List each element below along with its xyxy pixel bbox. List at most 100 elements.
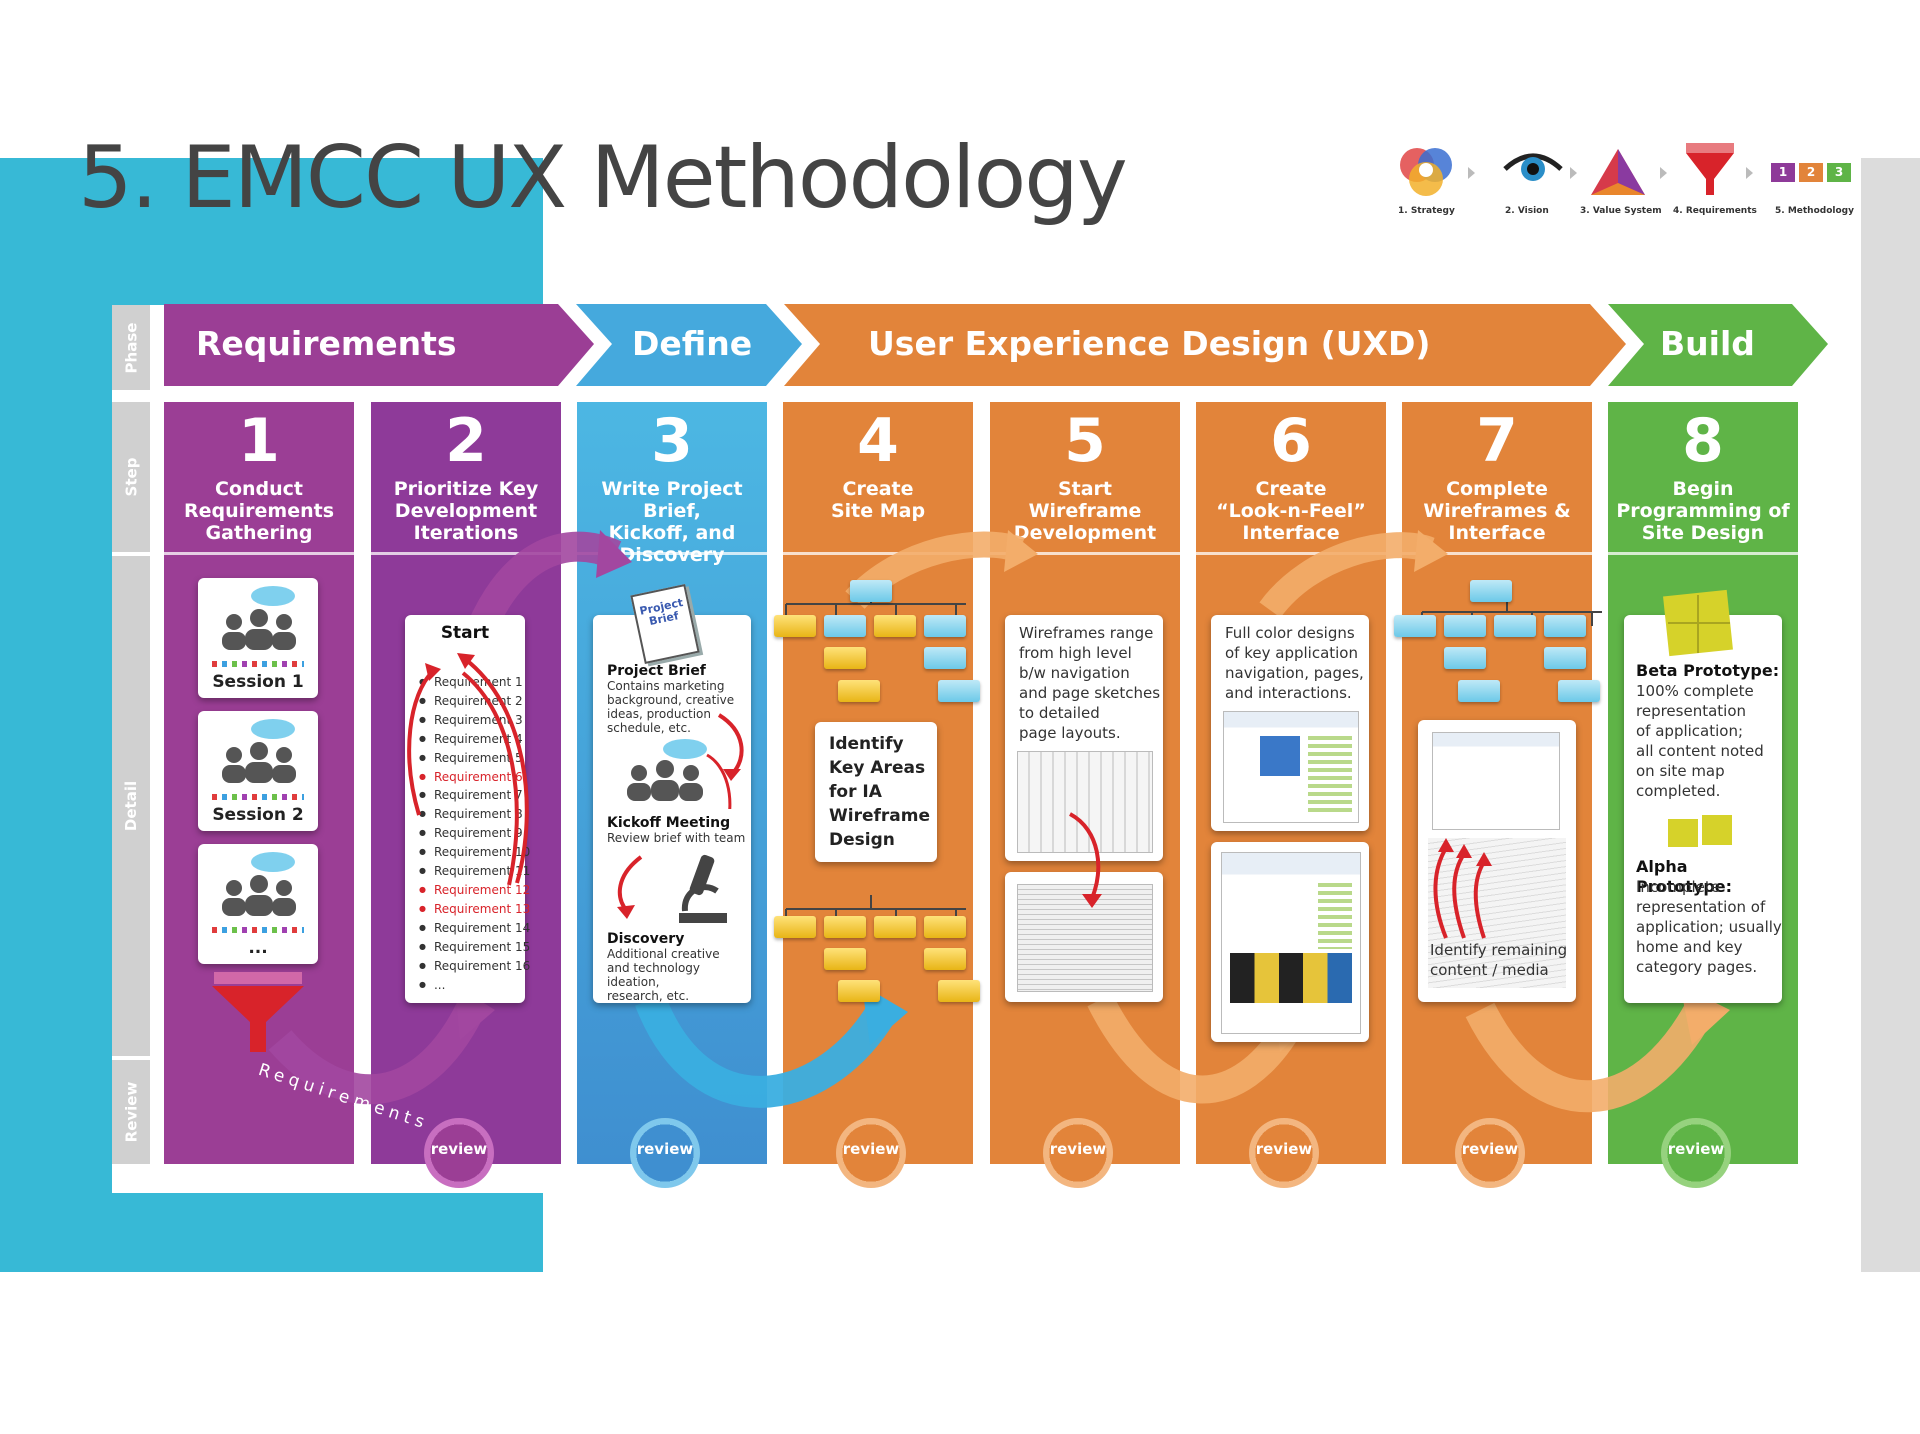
triangle-icon [1591,149,1645,195]
phase-build-chevron [1608,304,1828,386]
step-number: 6 [1270,406,1312,476]
side-label-phase: Phase [112,305,150,390]
step-number: 3 [651,406,693,476]
start-label: Start [440,623,490,643]
flow-arrow-head [596,530,632,578]
phase-uxd: User Experience Design (UXD) [868,324,1431,363]
sitemap-node [774,916,816,938]
background-side-block [1861,158,1920,1272]
flow-arrow-7-8 [1465,1002,1715,1113]
legend-label-value-system: 3. Value System [1580,206,1662,216]
sitemap-node [924,948,966,970]
sitemap-node [938,680,980,702]
divider [1402,552,1592,555]
discovery-text: Additional creative and technology ideat… [607,947,720,1003]
session-card-3: ... [198,844,318,964]
requirement-item: Requirement 5 [419,749,530,768]
sitemap-node [938,980,980,1002]
requirement-item: ... [419,976,530,995]
phase-uxd-chevron [784,304,1626,386]
requirement-item: Requirement 9 [419,824,530,843]
session-card-2: Session 2 [198,711,318,831]
lookfeel-detail-banner [1230,953,1352,1003]
divider [990,552,1180,555]
lookfeel-detail-card [1211,842,1369,1042]
phase-define: Define [632,324,753,363]
sitemap-node [824,916,866,938]
lookfeel-card: Full color designs of key application na… [1211,615,1369,831]
sitemap-node [824,615,866,637]
flow-arrow-6-7 [1259,532,1435,619]
requirement-item: Requirement 14 [419,919,530,938]
review-cycle-6: review [1249,1118,1319,1188]
step-number: 1 [238,406,280,476]
requirement-item: Requirement 8 [419,805,530,824]
step-title: Begin Programming of Site Design [1616,478,1790,544]
requirement-item: Requirement 15 [419,938,530,957]
people-icon [222,719,296,783]
review-cycle-3: review [630,1118,700,1188]
sitemap-node [1494,615,1536,637]
sitemap-text: Identify Key Areas for IA Wireframe Desi… [829,734,930,850]
discovery-title: Discovery [607,931,685,947]
paper-stack-image [1428,838,1566,988]
legend-label-vision: 2. Vision [1505,206,1549,216]
sitemap-node [1558,680,1600,702]
define-card: Project Brief Project Brief Contains mar… [593,583,751,1003]
step-header: 7 Complete Wireframes & Interface [1402,402,1592,552]
complete-thumbnail [1432,732,1560,830]
beta-title: Beta Prototype: [1636,661,1780,680]
lookfeel-detail-sidebar [1318,883,1352,949]
requirement-item-highlighted: Requirement 12 [419,881,530,900]
legend-step-2: 2 [1799,163,1823,182]
flow-arrow-1-2 [268,1003,484,1105]
curved-arrow-icon [717,713,744,781]
sitemap-node [824,647,866,669]
step-number: 4 [857,406,899,476]
step-title: Prioritize Key Development Iterations [393,478,539,544]
curved-arrow-icon [617,855,643,919]
divider [577,552,767,555]
legend-arrow [1468,167,1475,179]
page-title: 5. EMCC UX Methodology [78,128,1128,228]
step-header: 5 Start Wireframe Development [990,402,1180,552]
sitemap-node [838,680,880,702]
legend-label-methodology: 5. Methodology [1775,206,1854,216]
step-title: Create Site Map [830,478,926,522]
step-number: 2 [445,406,487,476]
sitemap-node [1544,615,1586,637]
step-header: 8 Begin Programming of Site Design [1608,402,1798,552]
sitemap-node [924,647,966,669]
wireframe-detail-thumbnail [1017,884,1153,992]
puzzle-partial-icon [1668,815,1732,847]
session-label: Session 2 [212,805,304,825]
people-icon [222,586,296,650]
beta-text: 100% complete representation of applicat… [1636,682,1764,800]
lookfeel-text: Full color designs of key application na… [1225,624,1364,702]
kickoff-title: Kickoff Meeting [607,815,731,831]
kickoff-text: Review brief with team [607,831,746,845]
sitemap-node [924,615,966,637]
sitemap-node [1470,580,1512,602]
sitemap-node [1458,680,1500,702]
complete-card: Identify remaining content / media [1418,720,1576,1002]
upward-arrows-icon [1433,838,1492,939]
sitemap-node [850,580,892,602]
microscope-icon [679,854,727,923]
divider [164,552,354,555]
phase-requirements-chevron [164,304,594,386]
sitemap-node [824,948,866,970]
requirement-item-highlighted: Requirement 6 [419,768,530,787]
legend-step-3: 3 [1827,163,1851,182]
sitemap-node [1394,615,1436,637]
sitemap-node [774,615,816,637]
funnel-icon [212,972,304,1052]
divider [1196,552,1386,555]
wireframe-sketch-thumbnail [1017,751,1153,853]
sitemap-card: Identify Key Areas for IA Wireframe Desi… [815,722,937,862]
funnel-icon [1686,143,1734,195]
sitemap-node [924,916,966,938]
requirement-item-highlighted: Requirement 13 [419,900,530,919]
session-label: ... [248,938,268,958]
session-card-1: Session 1 [198,578,318,698]
